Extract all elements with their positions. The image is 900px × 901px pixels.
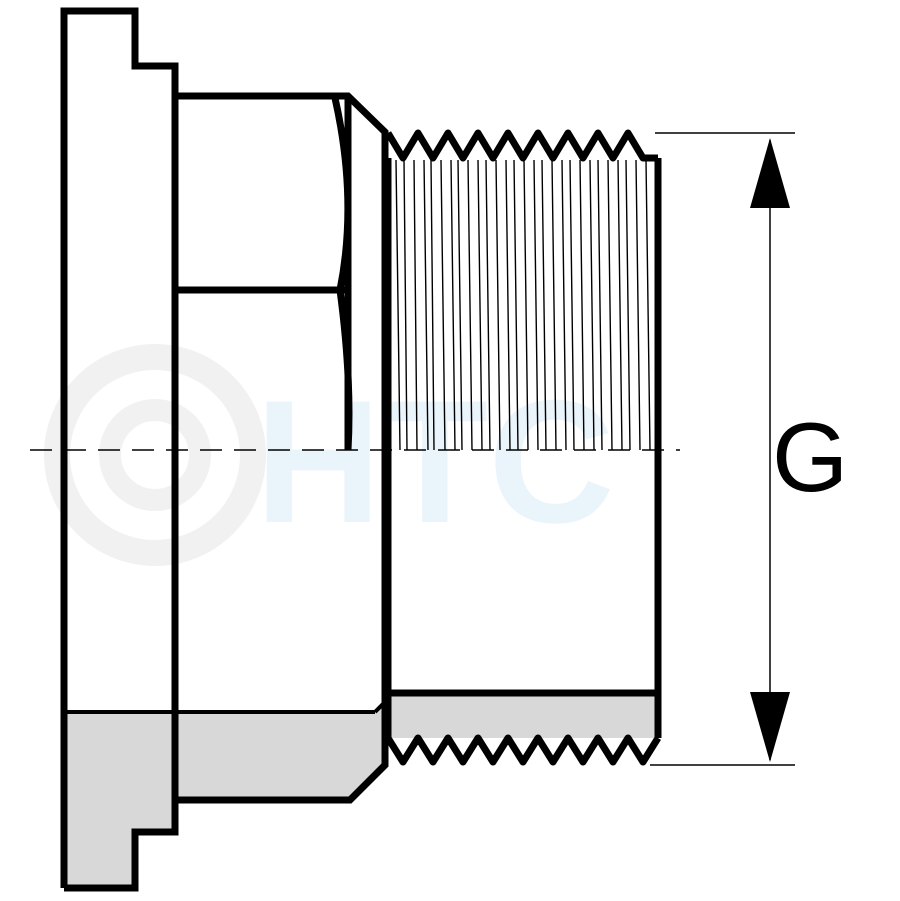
hex-section-fill [178, 702, 385, 800]
outline [60, 7, 662, 892]
arrow-up-icon [750, 138, 790, 208]
thread-profile-bottom [385, 734, 661, 766]
dimension-label: G [772, 402, 849, 512]
arrow-down-icon [750, 692, 790, 762]
section-fills [64, 693, 658, 888]
thread-section-fill [388, 693, 658, 738]
thread-hatching [395, 159, 651, 451]
watermark: HTC [44, 344, 615, 566]
flange-outline [60, 7, 179, 892]
hex-section-step [373, 700, 387, 714]
watermark-text: HTC [255, 365, 615, 560]
watermark-ring-inner [99, 399, 211, 511]
watermark-ring [44, 344, 266, 566]
thread-profile-top [384, 129, 658, 162]
flange-section-fill [64, 712, 175, 888]
dimension-g [650, 132, 795, 766]
